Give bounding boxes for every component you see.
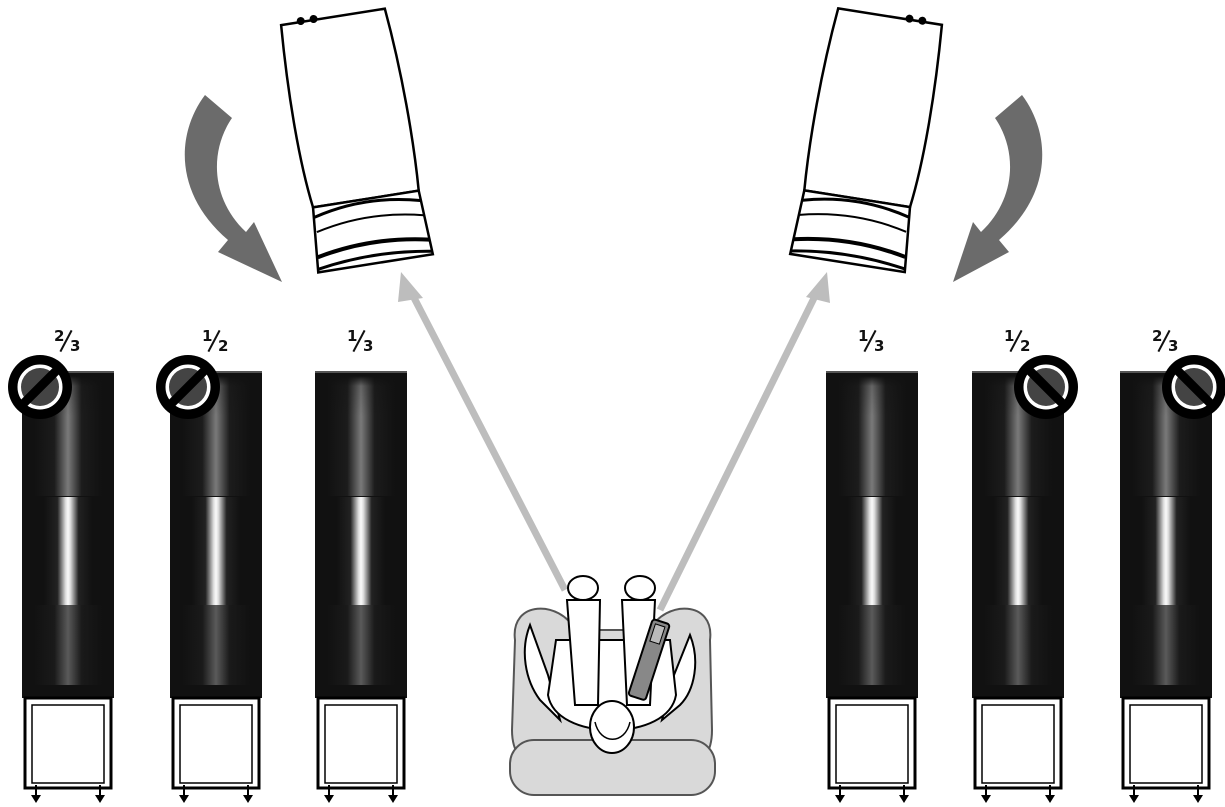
fraction-numerator: 2 (54, 327, 65, 345)
angled-speaker-right (788, 6, 944, 274)
fraction-numerator: 1 (858, 327, 869, 345)
speaker-foot (981, 795, 991, 803)
speaker-foot (95, 795, 105, 803)
prohibited-icon (156, 355, 220, 419)
angled-speaker-left (279, 7, 435, 274)
speaker-foot (243, 795, 253, 803)
fraction-denominator: 3 (363, 337, 374, 355)
tower-speaker-5 (972, 355, 1078, 803)
fraction-numerator: 2 (1152, 327, 1163, 345)
prohibited-icon (8, 355, 72, 419)
sightline-arrow-icon (398, 272, 569, 592)
speaker-foot (1129, 795, 1139, 803)
speaker-foot (899, 795, 909, 803)
fraction-denominator: 3 (70, 337, 81, 355)
speaker-foot (1193, 795, 1203, 803)
tower-speaker-3 (315, 371, 407, 803)
speaker-foot (324, 795, 334, 803)
speaker-row (8, 355, 1225, 803)
fraction-numerator: 1 (1004, 327, 1015, 345)
speaker-foot (835, 795, 845, 803)
tower-speaker-4 (826, 371, 918, 803)
speaker-foot (1045, 795, 1055, 803)
tower-speaker-6 (1120, 355, 1225, 803)
fraction-denominator: 3 (1168, 337, 1179, 355)
rotate-arrow-icon (184, 95, 282, 282)
fraction-denominator: 3 (874, 337, 885, 355)
tower-speaker-1 (8, 355, 114, 803)
listener-icon (509, 575, 716, 796)
fraction-numerator: 1 (202, 327, 213, 345)
speaker-foot (388, 795, 398, 803)
prohibited-icon (1162, 355, 1225, 419)
fraction-numerator: 1 (347, 327, 358, 345)
remote-control-icon (627, 618, 671, 701)
speaker-foot (179, 795, 189, 803)
fraction-denominator: 2 (1020, 337, 1031, 355)
prohibited-icon (1014, 355, 1078, 419)
tower-speaker-2 (156, 355, 262, 803)
speaker-foot (31, 795, 41, 803)
rotate-arrow-icon (953, 95, 1043, 282)
sightline-arrow-icon (656, 272, 830, 612)
fraction-denominator: 2 (218, 337, 229, 355)
